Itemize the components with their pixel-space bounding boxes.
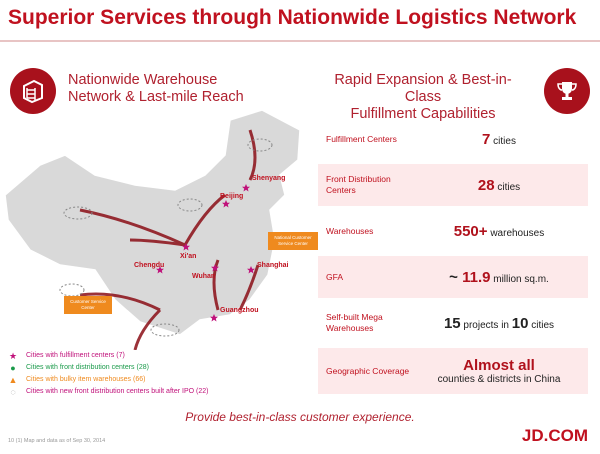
- china-map-shape: [4, 109, 301, 336]
- dashed-circle-icon: ◌: [10, 387, 16, 397]
- city-beijing: Beijing: [220, 193, 243, 200]
- legend-item: ●Cities with front distribution centers …: [8, 362, 208, 374]
- distribution-arrows: [79, 129, 260, 350]
- star-icon: ★: [8, 351, 18, 361]
- legend-item: ★Cities with fulfillment centers (7): [8, 351, 125, 361]
- map-legend: ★Cities with fulfillment centers (7) ●Ci…: [8, 350, 209, 398]
- triangle-icon: ▲: [8, 375, 18, 385]
- city-xian: Xi'an: [180, 253, 196, 260]
- slide-title: Superior Services through Nationwide Log…: [8, 6, 577, 29]
- circle-icon: ●: [10, 363, 16, 373]
- new-center-ellipses: [59, 138, 273, 337]
- trophy-icon: [544, 68, 590, 114]
- title-divider: [0, 40, 600, 42]
- stat-gfa: GFA~ 11.9 million sq.m.: [318, 256, 588, 298]
- national-customer-service-callout: National Customer Service Center: [268, 232, 318, 250]
- city-guangzhou: Guangzhou: [220, 307, 259, 314]
- legend-item: ◌Cities with new front distribution cent…: [8, 386, 208, 398]
- china-logistics-map: Shenyang Beijing Xi'an Chengdu Wuhan Sha…: [4, 109, 301, 350]
- footnote: 10 (1) Map and data as of Sep 30, 2014: [8, 438, 106, 444]
- city-chengdu: Chengdu: [134, 262, 164, 269]
- jd-logo: JD.COM: [521, 426, 588, 445]
- slogan: Provide best-in-class customer experienc…: [185, 410, 415, 424]
- city-labels: Shenyang Beijing Xi'an Chengdu Wuhan Sha…: [134, 175, 289, 314]
- city-shenyang: Shenyang: [252, 175, 285, 182]
- city-wuhan: Wuhan: [192, 273, 215, 280]
- customer-service-callout: Customer Service Center: [64, 296, 112, 314]
- warehouse-icon: [10, 68, 56, 114]
- legend-item: ▲Cities with bulky item warehouses (66): [8, 375, 146, 385]
- city-shanghai: Shanghai: [257, 262, 289, 269]
